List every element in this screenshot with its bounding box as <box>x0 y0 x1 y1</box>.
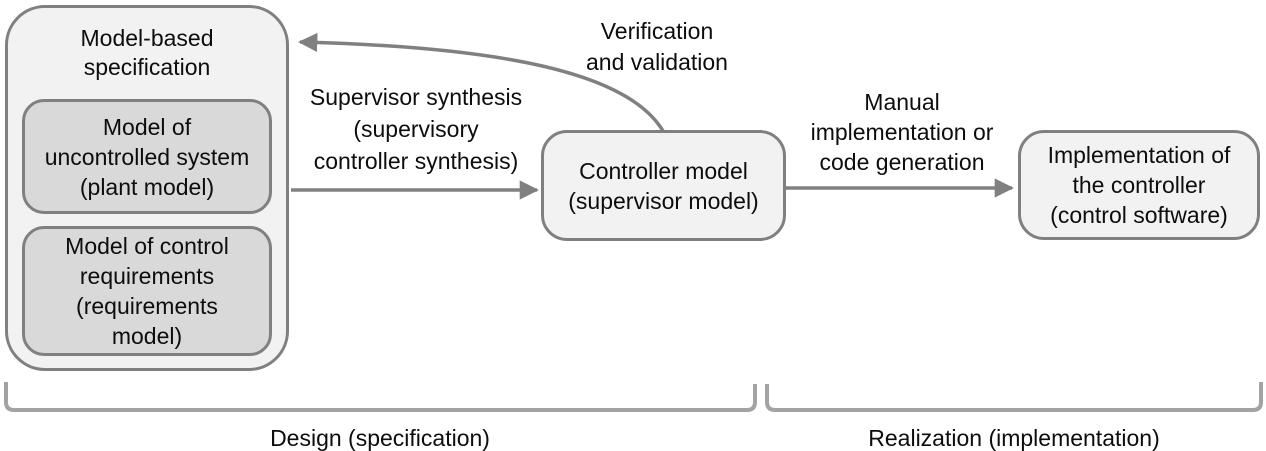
model-based-specification-title: Model-based specification <box>80 25 214 80</box>
model-based-specification-box: Model-based specification Model of uncon… <box>5 5 289 371</box>
uncontrolled-system-box: Model of uncontrolled system (plant mode… <box>22 99 272 214</box>
verification-arrow <box>298 32 665 132</box>
realization-bracket-label: Realization (implementation) <box>868 425 1160 451</box>
control-requirements-box: Model of control requirements (requireme… <box>22 226 272 356</box>
controller-model-box: Controller model (supervisor model) <box>541 130 786 241</box>
realization-bracket <box>765 382 1263 412</box>
implementation-label: Implementation of the controller (contro… <box>1047 142 1231 228</box>
design-bracket <box>4 382 757 412</box>
uncontrolled-system-label: Model of uncontrolled system (plant mode… <box>44 113 250 200</box>
control-requirements-label: Model of control requirements (requireme… <box>65 233 229 349</box>
synthesis-arrow-label: Supervisor synthesis (supervisory contro… <box>309 84 523 174</box>
verification-arrow-label: Verification and validation <box>586 18 728 75</box>
implementation-box: Implementation of the controller (contro… <box>1018 130 1260 240</box>
controller-model-label: Controller model (supervisor model) <box>568 157 759 214</box>
code-generation-arrow-label: Manual implementation or code generation <box>810 89 994 175</box>
design-bracket-label: Design (specification) <box>270 425 490 451</box>
